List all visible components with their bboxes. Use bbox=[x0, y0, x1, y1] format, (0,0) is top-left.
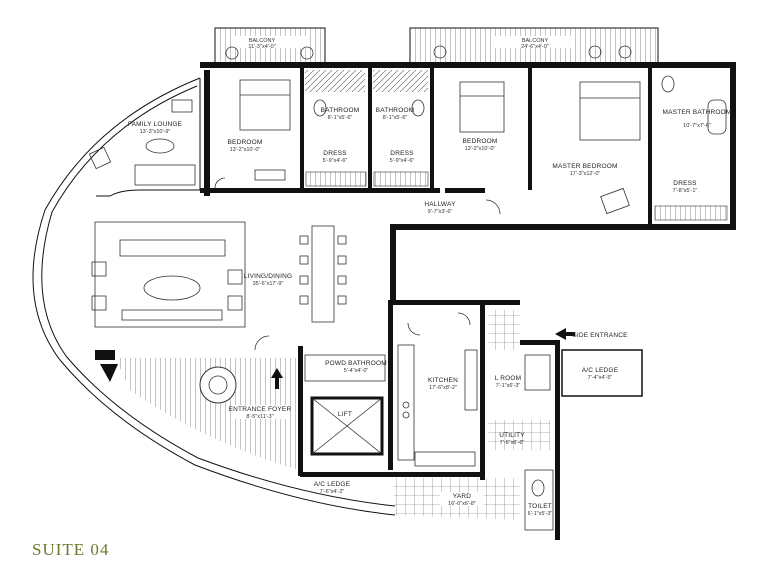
toilet-label: TOILET bbox=[528, 503, 552, 510]
bathroom-1-dims: 8'-1"x5'-6" bbox=[328, 115, 353, 121]
utility-dims: 7'-6"x6'-6" bbox=[500, 440, 525, 446]
balcony-right-area: BALCONY 24'-6"x4'-0" bbox=[409, 27, 659, 65]
ac-ledge-right-dims: 7'-4"x4'-5" bbox=[588, 375, 613, 381]
master-bathroom-dims: 10'-7"x7'-6" bbox=[683, 123, 711, 129]
family-lounge-dims: 13'-3"x10'-9" bbox=[140, 129, 171, 135]
powder-bathroom-room: POWD BATHROOM 5'-4"x4'-0" bbox=[304, 354, 387, 382]
toilet-room: TOILET 6'-1"x5'-3" bbox=[524, 469, 554, 531]
l-room-dims: 7'-1"x6'-3" bbox=[496, 383, 521, 389]
entrance-foyer-label: ENTRANCE FOYER bbox=[229, 406, 292, 413]
curved-facade bbox=[32, 70, 396, 516]
yard-label: YARD bbox=[453, 493, 471, 500]
family-lounge-room: FAMILY LOUNGE 13'-3"x10'-9" bbox=[88, 99, 196, 186]
hallway-room: HALLWAY 9'-7"x3'-6" bbox=[424, 201, 456, 215]
family-lounge-label: FAMILY LOUNGE bbox=[128, 121, 183, 128]
side-entrance-label: SIDE ENTRANCE bbox=[572, 332, 628, 339]
bathroom-1-room: BATHROOM 8'-1"x5'-6" bbox=[305, 70, 365, 121]
living-dining-label: LIVING/DINING bbox=[244, 273, 292, 280]
dress-1-room: DRESS 5'-9"x4'-6" bbox=[305, 150, 367, 187]
ac-ledge-bottom-label: A/C LEDGE bbox=[314, 481, 351, 488]
balcony-left-area: BALCONY 11'-3"x4'-0" bbox=[214, 27, 326, 65]
dress-2-room: DRESS 5'-9"x4'-6" bbox=[373, 150, 429, 187]
utility-label: UTILITY bbox=[499, 432, 525, 439]
bathroom-2-room: BATHROOM 8'-1"x5'-6" bbox=[373, 70, 428, 121]
bedroom-2-label: BEDROOM bbox=[463, 138, 498, 145]
balcony-left-label: BALCONY bbox=[249, 38, 276, 44]
bedroom-2-dims: 13'-2"x10'-0" bbox=[465, 146, 496, 152]
bathroom-2-dims: 8'-1"x5'-6" bbox=[383, 115, 408, 121]
walls bbox=[95, 62, 736, 540]
balcony-right-label: BALCONY bbox=[522, 38, 549, 44]
entrance-foyer-dims: 8'-5"x11'-3" bbox=[246, 414, 273, 420]
balcony-left-dims: 11'-3"x4'-0" bbox=[248, 44, 275, 50]
ac-ledge-right-room: A/C LEDGE 7'-4"x4'-5" bbox=[561, 349, 643, 397]
bedroom-2-room: BEDROOM 13'-2"x10'-0" bbox=[459, 81, 505, 152]
ac-ledge-bottom-dims: 7'-6"x4'-2" bbox=[320, 489, 345, 495]
dress-1-label: DRESS bbox=[323, 150, 347, 157]
master-bathroom-room: MASTER BATHROOM 10'-7"x7'-6" bbox=[661, 75, 732, 135]
bathroom-1-label: BATHROOM bbox=[321, 107, 360, 114]
master-bedroom-label: MASTER BEDROOM bbox=[552, 163, 617, 170]
dress-2-label: DRESS bbox=[390, 150, 414, 157]
hallway-label: HALLWAY bbox=[424, 201, 456, 208]
ac-ledge-bottom-room: A/C LEDGE 7'-6"x4'-2" bbox=[314, 481, 351, 495]
hallway-dims: 9'-7"x3'-6" bbox=[428, 209, 453, 215]
bedroom-1-dims: 13'-2"x10'-0" bbox=[230, 147, 261, 153]
bedroom-1-room: BEDROOM 13'-2"x10'-0" bbox=[228, 79, 291, 181]
bedroom-1-label: BEDROOM bbox=[228, 139, 263, 146]
kitchen-dims: 17'-6"x8'-2" bbox=[429, 385, 457, 391]
powder-bathroom-dims: 5'-4"x4'-0" bbox=[344, 368, 369, 374]
l-room-label: L ROOM bbox=[495, 375, 522, 382]
door-swings bbox=[214, 177, 501, 351]
master-bathroom-label: MASTER BATHROOM bbox=[663, 109, 732, 116]
entrance-foyer-room: ENTRANCE FOYER 8'-5"x11'-3" bbox=[100, 358, 298, 470]
lift-label: LIFT bbox=[338, 411, 352, 418]
toilet-dims: 6'-1"x5'-3" bbox=[528, 511, 553, 517]
bathroom-2-label: BATHROOM bbox=[376, 107, 415, 114]
dress-2-dims: 5'-9"x4'-6" bbox=[390, 158, 415, 164]
powder-bathroom-label: POWD BATHROOM bbox=[325, 360, 387, 367]
lift-room: LIFT bbox=[310, 396, 384, 456]
master-dress-dims: 7'-8"x5'-1" bbox=[673, 188, 698, 194]
ac-ledge-right-label: A/C LEDGE bbox=[582, 367, 619, 374]
master-dress-label: DRESS bbox=[673, 180, 697, 187]
living-dining-room: LIVING/DINING 35'-6"x17'-9" bbox=[91, 221, 347, 328]
kitchen-label: KITCHEN bbox=[428, 377, 458, 384]
dress-1-dims: 5'-9"x4'-6" bbox=[323, 158, 348, 164]
suite-title: SUITE 04 bbox=[32, 540, 110, 559]
master-bedroom-dims: 17'-3"x12'-0" bbox=[570, 171, 601, 177]
master-dress-room: DRESS 7'-8"x5'-1" bbox=[654, 180, 728, 221]
balcony-right-dims: 24'-6"x4'-0" bbox=[521, 44, 549, 50]
kitchen-room: KITCHEN 17'-6"x8'-2" bbox=[397, 344, 478, 467]
utility-room: UTILITY 7'-6"x6'-6" bbox=[488, 420, 550, 450]
l-room-room: L ROOM 7'-1"x6'-3" bbox=[488, 310, 551, 391]
living-dining-dims: 35'-6"x17'-9" bbox=[253, 281, 284, 287]
master-bedroom-room: MASTER BEDROOM 17'-3"x12'-0" bbox=[552, 81, 641, 215]
yard-room: YARD 16'-0"x6'-8" bbox=[393, 478, 520, 520]
yard-dims: 16'-0"x6'-8" bbox=[448, 501, 476, 507]
side-entrance-marker: SIDE ENTRANCE bbox=[555, 328, 628, 340]
